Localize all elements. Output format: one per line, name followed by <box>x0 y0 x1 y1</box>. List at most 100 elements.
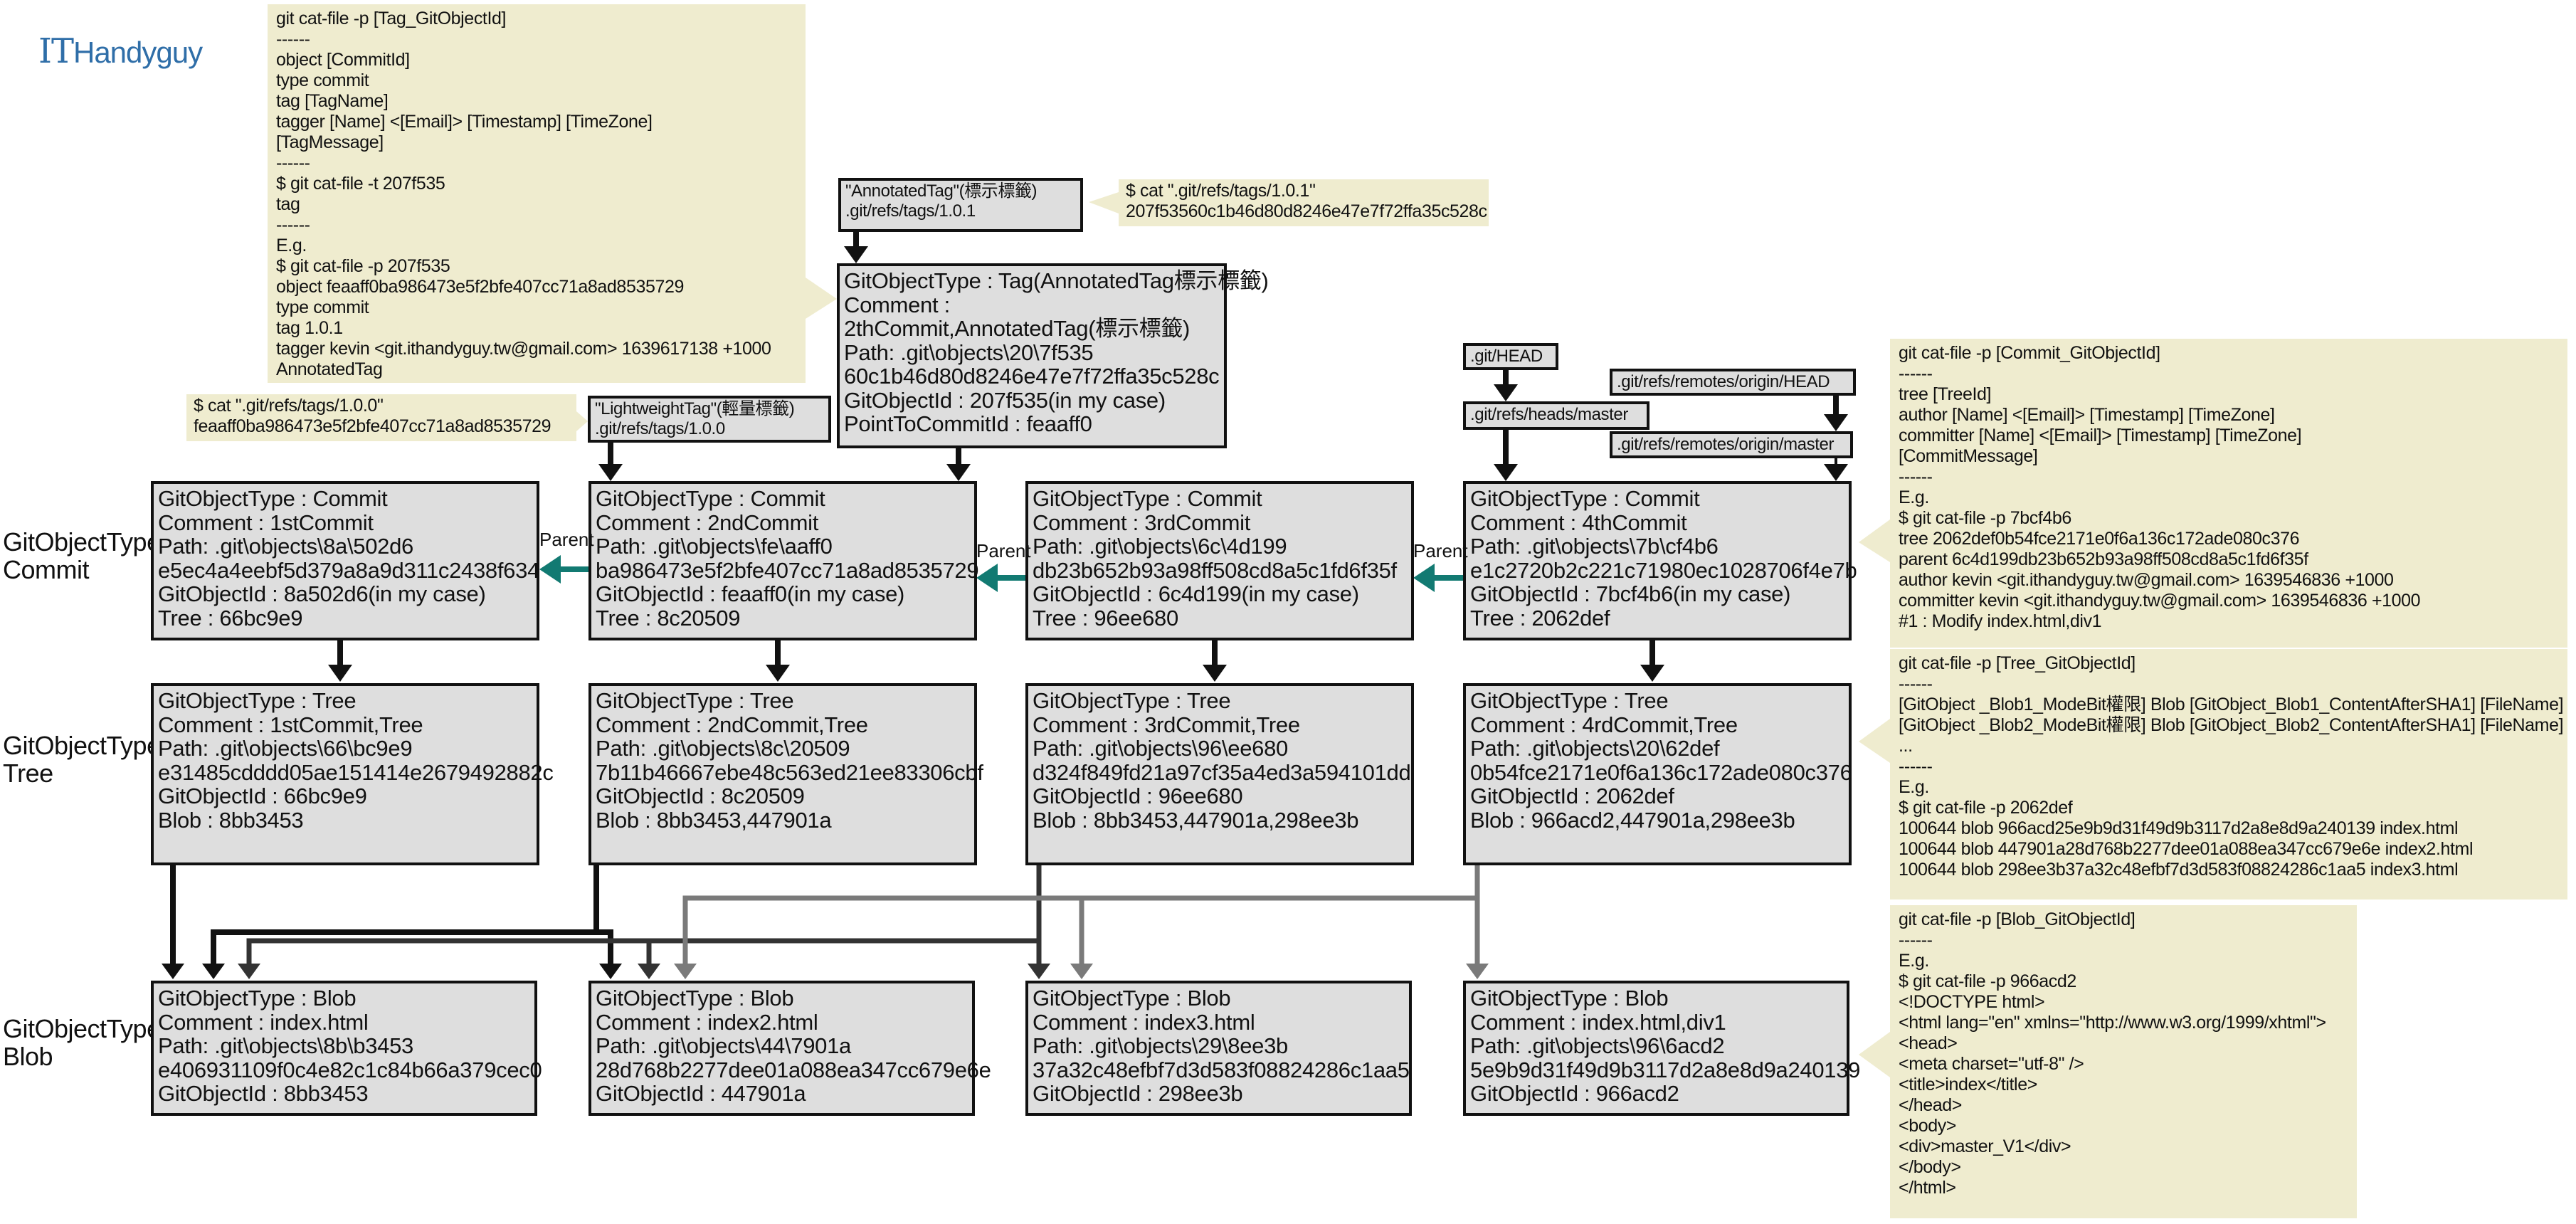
tree-to-blob-connector <box>238 865 1042 979</box>
text-line: Blob : 8bb3453,447901a,298ee3b <box>1033 807 1359 833</box>
text-line: E.g. <box>276 236 307 255</box>
head-arrow <box>1494 370 1518 401</box>
text-line: Comment : 3rdCommit <box>1033 510 1251 535</box>
lightweight-tag-arrow <box>598 443 623 481</box>
annotated-tag-ref[interactable]: "AnnotatedTag"(標示標籤).git/refs/tags/1.0.1 <box>838 178 1083 232</box>
text-line: git cat-file -p [Tree_GitObjectId] <box>1899 653 2136 673</box>
text-line: tree [TreeId] <box>1899 384 1992 404</box>
text-line: E.g. <box>1899 487 1929 507</box>
text-line: Comment : 1stCommit,Tree <box>158 712 423 737</box>
master-arrow <box>1494 430 1518 481</box>
text-line: Comment : index.html <box>158 1009 369 1035</box>
master-branch-ref[interactable]: .git/refs/heads/master <box>1463 401 1649 430</box>
row-label-commit: GitObjectType Commit <box>3 528 161 584</box>
tag-catfile-note: git cat-file -p [Tag_GitObjectId]------o… <box>268 4 806 383</box>
text-line: Path: .git\objects\20\62def <box>1470 736 1720 761</box>
cat-tag-100-note: $ cat ".git/refs/tags/1.0.0"feaaff0ba986… <box>186 394 576 441</box>
text-line: .git/refs/heads/master <box>1470 405 1628 424</box>
text-line: e31485cdddd05ae151414e2679492882c <box>158 759 554 785</box>
text-line: <div>master_V1</div> <box>1899 1136 2071 1156</box>
text-line: Path: .git\objects\96\6acd2 <box>1470 1033 1725 1058</box>
parent-arrow <box>976 564 1028 592</box>
text-line: tagger kevin <git.ithandyguy.tw@gmail.co… <box>276 339 771 359</box>
text-line: object [CommitId] <box>276 50 410 70</box>
tree-to-blob-connector <box>638 865 1042 979</box>
text-line: .git/refs/remotes/origin/HEAD <box>1617 372 1830 391</box>
text-line: Comment : 2ndCommit <box>596 510 819 535</box>
text-line: object feaaff0ba986473e5f2bfe407cc71a8ad… <box>276 277 684 297</box>
text-line: GitObjectId : 7bcf4b6(in my case) <box>1470 581 1791 606</box>
tree-to-blob-connector <box>202 865 599 979</box>
text-line: Path: .git\objects\44\7901a <box>596 1033 851 1058</box>
tag-object-box[interactable]: GitObjectType : Tag(AnnotatedTag標示標籤)Com… <box>837 263 1269 448</box>
commit-to-tree-arrow <box>1640 640 1664 682</box>
text-line: ------ <box>1899 756 1933 776</box>
text-line: .git/refs/tags/1.0.0 <box>595 419 725 438</box>
text-line: GitObjectId : 8bb3453 <box>158 1081 369 1106</box>
text-line: Path: .git\objects\8c\20509 <box>596 736 850 761</box>
text-line: Blob : 8bb3453 <box>158 807 304 833</box>
text-line: 60c1b46d80d8246e47e7f72ffa35c528c <box>844 364 1220 389</box>
text-line: ------ <box>276 215 310 235</box>
text-line: $ git cat-file -p 966acd2 <box>1899 971 2076 991</box>
text-line: ------ <box>1899 930 1933 950</box>
text-line: Comment : 4thCommit <box>1470 510 1687 535</box>
text-line: <!DOCTYPE html> <box>1899 992 2045 1012</box>
text-line: AnnotatedTag <box>276 359 383 379</box>
text-line: GitObjectType : Tree <box>596 688 794 713</box>
text-line: <body> <box>1899 1116 1957 1136</box>
row-label-commit-line: GitObjectType <box>3 527 161 556</box>
text-line: Tree : 8c20509 <box>596 605 741 631</box>
text-line: Comment : index2.html <box>596 1009 818 1035</box>
parent-label: Parent <box>539 529 594 550</box>
text-line: </html> <box>1899 1178 1956 1198</box>
text-line: PointToCommitId : feaaff0 <box>844 411 1092 436</box>
parent-label: Parent <box>976 540 1031 561</box>
text-line: #1 : Modify index.html,div1 <box>1899 611 2102 631</box>
text-line: <meta charset="utf-8" /> <box>1899 1054 2084 1074</box>
remote-head-ref[interactable]: .git/refs/remotes/origin/HEAD <box>1610 369 1856 396</box>
text-line: d324f849fd21a97cf35a4ed3a594101dd <box>1033 759 1411 785</box>
text-line: "AnnotatedTag"(標示標籤) <box>845 181 1038 201</box>
text-line: "LightweightTag"(輕量標籤) <box>595 399 795 418</box>
text-line: 28d768b2277dee01a088ea347cc679e6e <box>596 1057 991 1082</box>
text-line: parent 6c4d199db23b652b93a98ff508cd8a5c1… <box>1899 549 2308 569</box>
row-label-blob: GitObjectType Blob <box>3 1015 161 1070</box>
text-line: ------ <box>1899 467 1933 487</box>
text-line: 0b54fce2171e0f6a136c172ade080c376 <box>1470 759 1852 785</box>
head-ref[interactable]: .git/HEAD <box>1463 343 1558 370</box>
ithandyguy-logo: ITHandyguy <box>38 31 203 71</box>
remote-master-ref[interactable]: .git/refs/remotes/origin/master <box>1610 431 1853 458</box>
text-line: ------ <box>276 29 310 49</box>
logo-prefix: IT <box>38 31 74 71</box>
text-line: GitObjectType : Blob <box>1470 986 1669 1011</box>
row-label-commit-line: Commit <box>3 555 89 584</box>
text-line: GitObjectType : Blob <box>158 986 357 1011</box>
text-line: <title>index</title> <box>1899 1075 2037 1094</box>
text-line: tree 2062def0b54fce2171e0f6a136c172ade08… <box>1899 529 2300 549</box>
text-line: $ git cat-file -p 207f535 <box>276 256 450 276</box>
lightweight-tag-ref[interactable]: "LightweightTag"(輕量標籤).git/refs/tags/1.0… <box>588 396 831 443</box>
text-line: GitObjectId : 8c20509 <box>596 784 805 808</box>
text-line: Comment : index.html,div1 <box>1470 1009 1726 1035</box>
text-line: GitObjectId : 298ee3b <box>1033 1081 1243 1106</box>
text-line: $ cat ".git/refs/tags/1.0.1" <box>1126 181 1316 201</box>
text-line: [CommitMessage] <box>1899 446 2038 466</box>
text-line: .git/refs/remotes/origin/master <box>1617 435 1835 454</box>
text-line: committer [Name] <[Email]> [Timestamp] [… <box>1899 426 2302 445</box>
cat-tag-101-note: $ cat ".git/refs/tags/1.0.1"207f53560c1b… <box>1119 179 1489 226</box>
text-line: .git/refs/tags/1.0.1 <box>845 201 976 221</box>
